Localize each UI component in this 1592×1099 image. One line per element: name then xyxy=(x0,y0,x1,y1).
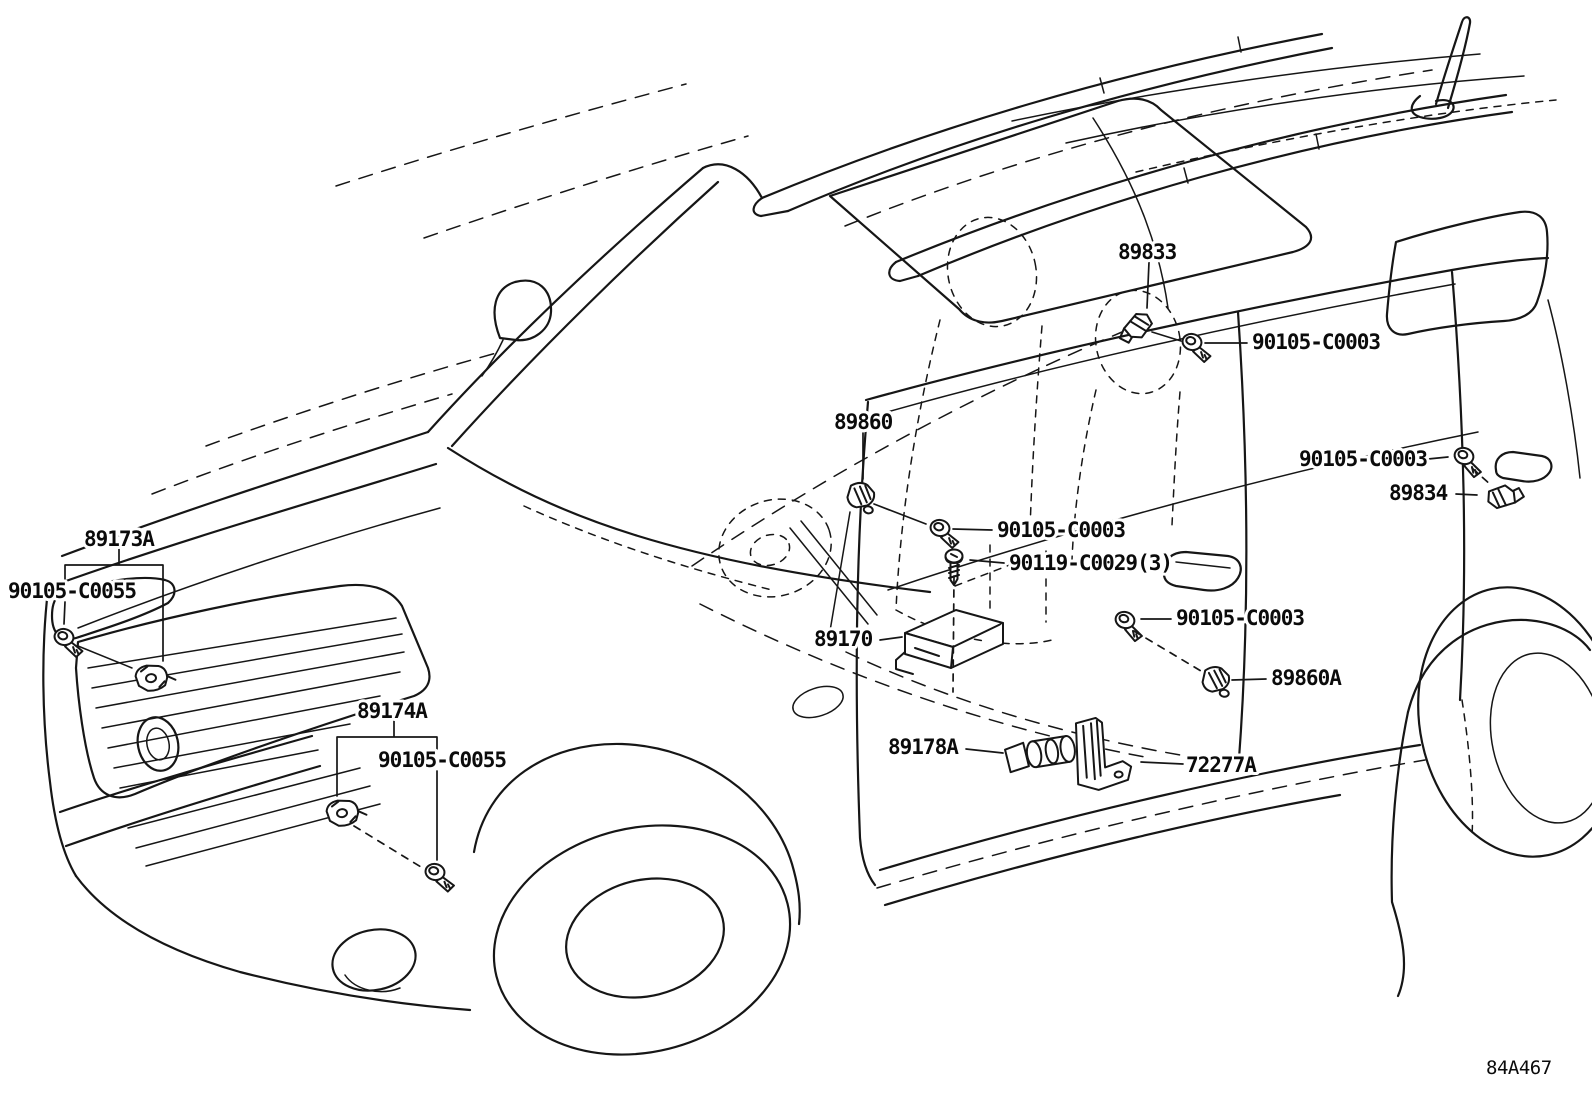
part-label-72277A[interactable]: 72277A xyxy=(1183,750,1261,780)
part-label-89170[interactable]: 89170 xyxy=(811,624,877,654)
part-label-89833[interactable]: 89833 xyxy=(1115,237,1181,267)
front-grille xyxy=(74,583,431,799)
leader-lines xyxy=(63,261,1493,868)
part-label-89860A[interactable]: 89860A xyxy=(1268,663,1346,693)
rear-wheel xyxy=(1390,586,1592,998)
part-label-90119-C0029[interactable]: 90119-C0029(3) xyxy=(1006,548,1176,578)
headlight xyxy=(50,576,176,641)
front-wheel xyxy=(472,742,801,1056)
part-label-90105-C0003-2[interactable]: 90105-C0003 xyxy=(994,515,1129,545)
part-label-90105-C0055-1[interactable]: 90105-C0055 xyxy=(5,576,140,606)
side-body-doors xyxy=(855,256,1550,907)
part-label-89860[interactable]: 89860 xyxy=(831,407,897,437)
part-label-89178A[interactable]: 89178A xyxy=(885,732,963,762)
hood-fender xyxy=(42,351,851,878)
part-label-90105-C0003-3[interactable]: 90105-C0003 xyxy=(1296,444,1431,474)
roof-panel-ribs xyxy=(1011,53,1557,173)
steering-wheel xyxy=(718,498,878,625)
roof-rails xyxy=(752,32,1514,283)
part-label-89174A[interactable]: 89174A xyxy=(354,696,432,726)
windshield-a-pillar xyxy=(335,83,1169,594)
part-label-90105-C0003-1[interactable]: 90105-C0003 xyxy=(1249,327,1384,357)
part-label-89834[interactable]: 89834 xyxy=(1386,478,1452,508)
door-handles xyxy=(1162,450,1553,592)
airbag-ecu-89170-icon xyxy=(895,609,1004,675)
antenna xyxy=(1410,16,1472,120)
part-labels: 89833 90105-C0003 89860 90105-C0003 9011… xyxy=(5,237,1552,1079)
vehicle-outline xyxy=(42,16,1592,1056)
front-seats-hidden xyxy=(691,216,1187,757)
sunroof-outline xyxy=(828,97,1313,324)
part-label-89173A[interactable]: 89173A xyxy=(81,524,159,554)
front-bumper xyxy=(58,734,472,1012)
part-label-90105-C0003-4[interactable]: 90105-C0003 xyxy=(1173,603,1308,633)
side-mirror xyxy=(481,279,553,377)
part-label-90105-C0055-2[interactable]: 90105-C0055 xyxy=(375,745,510,775)
diagram-ref-code: 84A467 xyxy=(1486,1057,1552,1079)
part-glyphs xyxy=(50,309,1527,894)
rear-quarter-window xyxy=(1385,210,1581,479)
